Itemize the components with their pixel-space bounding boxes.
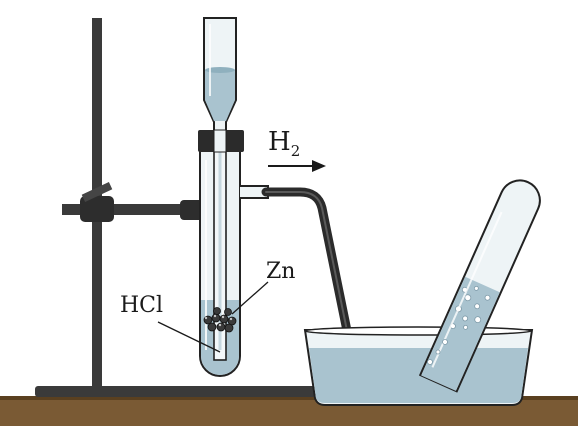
zn-pointer — [231, 281, 269, 315]
clamp — [62, 182, 224, 222]
water-trough — [303, 326, 534, 406]
test-tube — [199, 137, 241, 377]
gas-label: H2 — [268, 127, 300, 160]
acid-label: HCl — [120, 293, 163, 318]
gas-arrow — [268, 160, 326, 172]
bubbles — [427, 339, 448, 365]
metal-label: Zn — [266, 259, 295, 284]
trough-water — [309, 348, 528, 403]
hcl-pointer — [157, 321, 221, 353]
dropping-funnel — [203, 17, 237, 139]
table-edge — [0, 396, 578, 400]
collecting-tube — [418, 179, 541, 393]
stand-base — [35, 386, 330, 397]
